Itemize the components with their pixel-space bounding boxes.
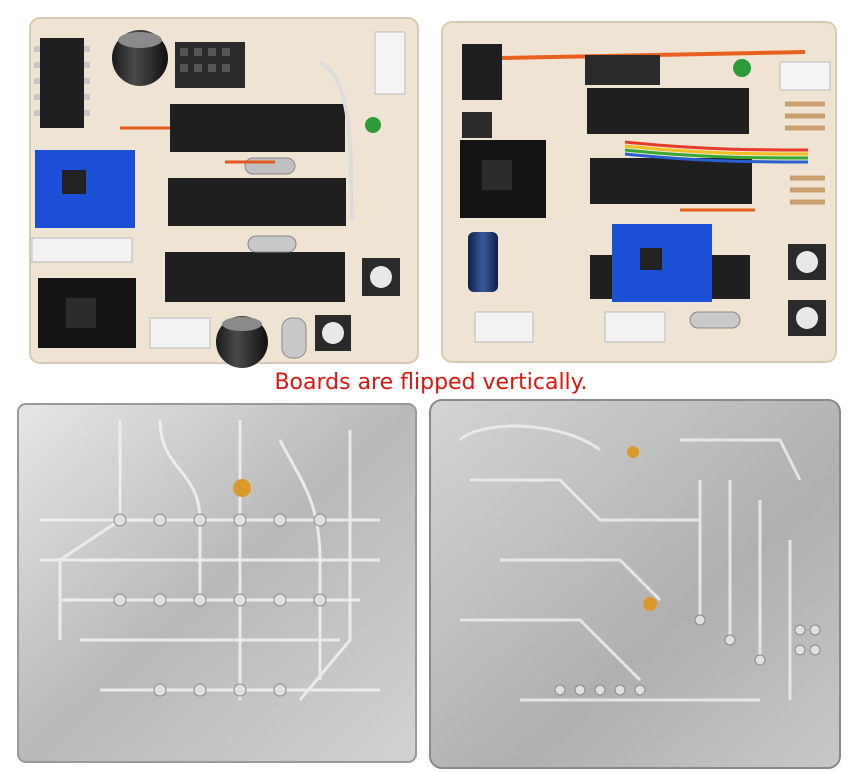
top-right-board bbox=[441, 21, 837, 363]
photo-caption: Boards are flipped vertically. bbox=[274, 370, 588, 395]
bottom-left-board bbox=[17, 403, 417, 763]
bottom-right-board bbox=[429, 399, 841, 769]
top-left-board bbox=[29, 17, 419, 368]
